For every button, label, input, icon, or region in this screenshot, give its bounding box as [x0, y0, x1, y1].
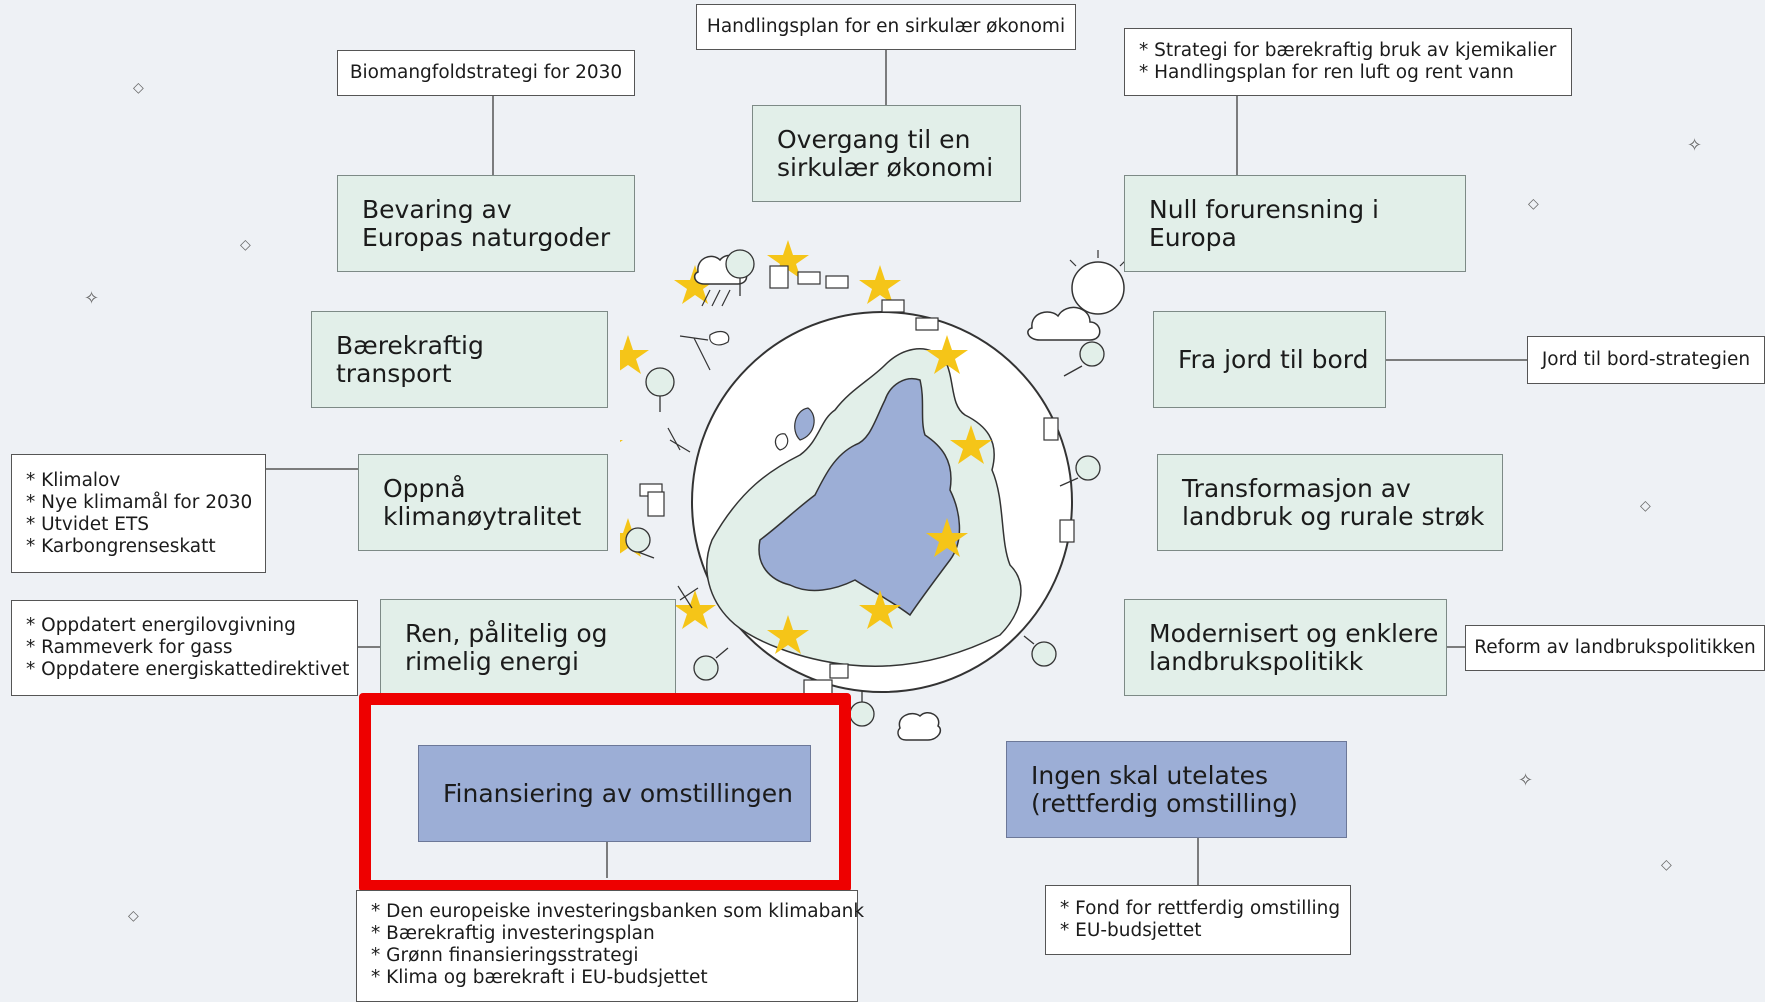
sparkle-icon: ◇ [240, 237, 251, 253]
solar-panel-icon [639, 265, 1075, 695]
box-label: Modernisert og enklere landbrukspolitikk [1149, 618, 1439, 676]
note-bullet: * Strategi for bærekraftig bruk av kjemi… [1139, 40, 1557, 61]
sparkle-icon: ✧ [84, 288, 100, 309]
cloud-icon [1027, 306, 1101, 341]
box-label: Null forurensning i Europa [1149, 194, 1379, 252]
note-klima: * Klimalov * Nye klimamål for 2030 * Utv… [11, 454, 266, 573]
note-rettferdig: * Fond for rettferdig omstilling * EU-bu… [1045, 885, 1351, 955]
note-text: Jord til bord-strategien [1541, 349, 1751, 370]
box-label: Oppnå klimanøytralitet [383, 473, 582, 531]
note-landbrukspolitikk: Reform av landbrukspolitikken [1465, 625, 1765, 671]
box-label: Finansiering av omstillingen [443, 778, 794, 808]
note-text: Reform av landbrukspolitikken [1474, 637, 1756, 658]
note-jord-til-bord: Jord til bord-strategien [1527, 336, 1765, 384]
box-baerekraftig-transport: Bærekraftig transport [311, 311, 608, 408]
box-fra-jord-til-bord: Fra jord til bord [1153, 311, 1386, 408]
sparkle-icon: ✧ [1518, 770, 1534, 791]
box-label: Bærekraftig transport [336, 330, 484, 388]
cloud-icon [897, 712, 942, 741]
box-landbrukspolitikk: Modernisert og enklere landbrukspolitikk [1124, 599, 1447, 696]
note-bullet: * Fond for rettferdig omstilling [1060, 898, 1341, 919]
box-label: Ren, pålitelig og rimelig energi [405, 618, 608, 676]
note-bullet: * Oppdatert energilovgivning [26, 615, 296, 636]
note-bullet: * Handlingsplan for ren luft og rent van… [1139, 62, 1514, 83]
globe-illustration [620, 240, 1127, 741]
note-bullet: * Rammeverk for gass [26, 637, 233, 658]
box-label: Overgang til en sirkulær økonomi [777, 124, 994, 182]
note-forurensning: * Strategi for bærekraftig bruk av kjemi… [1124, 28, 1572, 96]
wind-turbine-icon [667, 335, 711, 609]
note-bullet: * Klima og bærekraft i EU-budsjettet [371, 967, 708, 988]
note-energi: * Oppdatert energilovgivning * Rammeverk… [11, 600, 358, 696]
box-label: Fra jord til bord [1178, 344, 1369, 374]
note-bullet: * Karbongrenseskatt [26, 535, 216, 557]
note-finansiering: * Den europeiske investeringsbanken som … [356, 890, 864, 1002]
note-bullet: * Grønn finansieringsstrategi [371, 945, 639, 966]
box-label: Bevaring av Europas naturgoder [362, 194, 611, 252]
box-klimanoytralitet: Oppnå klimanøytralitet [358, 454, 608, 551]
box-rettferdig-omstilling: Ingen skal utelates (rettferdig omstilli… [1006, 741, 1347, 838]
sparkle-icon: ◇ [1528, 196, 1539, 212]
note-text: Handlingsplan for en sirkulær økonomi [706, 16, 1066, 37]
sparkle-icon: ◇ [128, 908, 139, 924]
box-finansiering: Finansiering av omstillingen [418, 745, 811, 842]
box-sirkulaer-okonomi: Overgang til en sirkulær økonomi [752, 105, 1021, 202]
note-bullet: * Nye klimamål for 2030 [26, 491, 253, 513]
box-naturgoder: Bevaring av Europas naturgoder [337, 175, 635, 272]
box-landbruk-rurale: Transformasjon av landbruk og rurale str… [1157, 454, 1503, 551]
box-label: Ingen skal utelates (rettferdig omstilli… [1031, 760, 1298, 818]
note-sirkulaer-okonomi: Handlingsplan for en sirkulær økonomi [696, 4, 1076, 50]
highlight-frame [359, 693, 851, 892]
note-bullet: * Klimalov [26, 469, 121, 491]
sparkle-icon: ◇ [1661, 857, 1672, 873]
note-bullet: * Oppdatere energiskattedirektivet [26, 659, 350, 680]
note-biomangfold: Biomangfoldstrategi for 2030 [337, 50, 635, 96]
note-bullet: * Bærekraftig investeringsplan [371, 923, 655, 944]
box-label: Transformasjon av landbruk og rurale str… [1182, 473, 1485, 531]
note-bullet: * EU-budsjettet [1060, 920, 1202, 941]
box-null-forurensning: Null forurensning i Europa [1124, 175, 1466, 272]
sun-icon [1071, 261, 1125, 315]
tree-icon [625, 249, 1105, 727]
sparkle-icon: ◇ [133, 80, 144, 96]
box-ren-energi: Ren, pålitelig og rimelig energi [380, 599, 676, 696]
eu-star-icon [620, 240, 992, 654]
note-bullet: * Den europeiske investeringsbanken som … [371, 901, 865, 922]
sparkle-icon: ◇ [1640, 498, 1651, 514]
note-text: Biomangfoldstrategi for 2030 [349, 62, 623, 83]
note-bullet: * Utvidet ETS [26, 513, 150, 535]
sparkle-icon: ✧ [1687, 135, 1703, 156]
